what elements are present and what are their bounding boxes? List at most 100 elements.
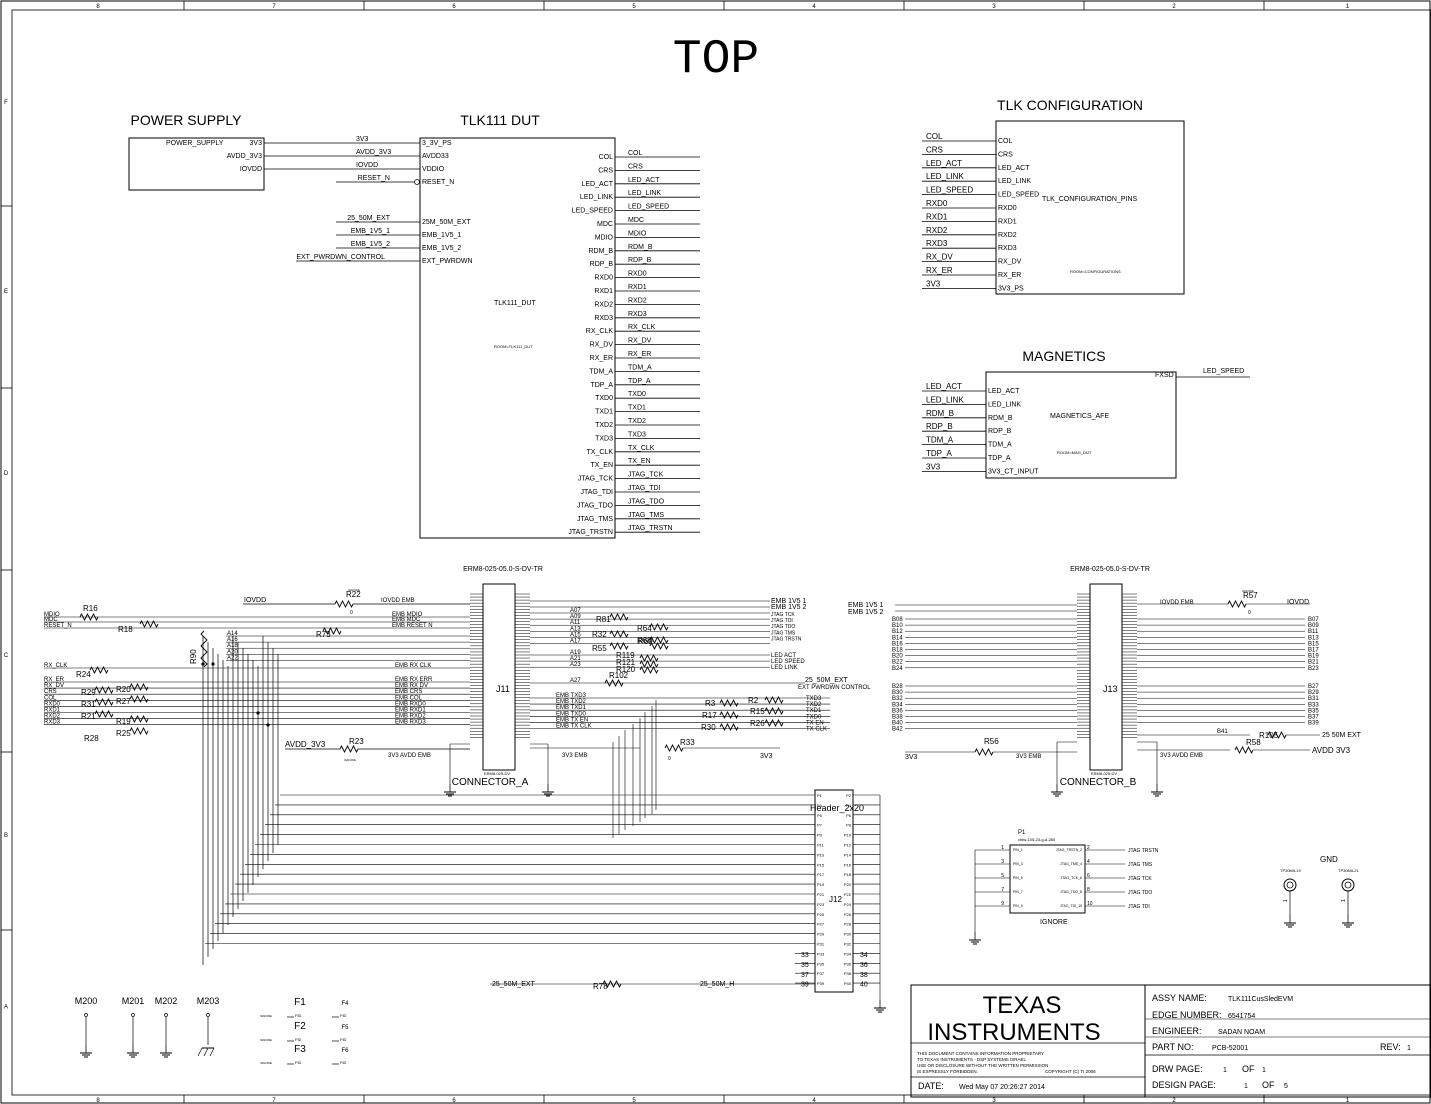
b-net: B08 [892,617,903,623]
header-pin: P1 [817,793,823,798]
connector-a[interactable]: ERM8-025-05.0-S-DV-TR J11 ERM8-025-DV CO… [44,566,871,965]
test-point-ring [1283,878,1297,892]
resistor-ref: R32 [592,630,607,639]
mounting-hole-label: M202 [155,996,178,1006]
power-net: AVDD_3V3 [356,149,391,156]
resistor-ref: R73 [316,630,331,639]
dut-net: RX_ER [628,351,651,358]
connector-b-foot: ERM8-025-DV [1091,771,1117,776]
dut-net: CRS [628,163,643,170]
header-pin: P10 [844,833,852,838]
config-net: LED_SPEED [926,186,973,195]
resistor-ref: R26 [750,719,765,728]
drw-page-value: 1 [1223,1067,1227,1074]
avdd-net: AVDD_3V3 [285,740,326,749]
b-net: B21 [1308,660,1319,666]
resistor [602,979,622,989]
resistor-ref: R69 [638,637,653,646]
power-supply-block[interactable]: POWER SUPPLY POWER_SUPPLY 3V3AVDD_3V3IOV… [128,112,420,191]
magnetics-room: ROOM=MAG_DUT [1057,450,1092,455]
connector-b-label: CONNECTOR_B [1060,777,1137,788]
dut-net: MDIO [628,230,647,237]
header-num: 35 [801,962,809,969]
emb-rail-net: EMB 1V5 1 [771,598,807,605]
jtag-net: JTAG TMS [771,630,796,636]
b-net: B07 [1308,617,1319,623]
dut-net: LED_LINK [628,190,661,197]
resistor-ref: R78 [593,982,608,991]
row-letter: C [4,653,9,659]
resistor [334,599,354,609]
jtag-net: JTAG TCK [1128,876,1152,882]
header-num: 37 [801,972,809,979]
b-net: B28 [892,684,903,690]
notice-line-1: THIS DOCUMENT CONTAINS INFORMATION PROPR… [917,1051,1044,1056]
notice-line-4: IS EXPRESSLY FORBIDDEN. [917,1069,978,1074]
tlk-config-pins: COLCOLCRSCRSLED_ACTLED_ACTLED_LINKLED_LI… [922,132,1039,292]
resistor [94,685,114,695]
config-net: LED_ACT [926,159,962,168]
test-point-label: TP30MIL21 [1338,868,1359,873]
header-num: 40 [860,982,868,989]
column-number: 3 [992,1098,996,1104]
tlk-config-block[interactable]: TLK CONFIGURATION TLK_CONFIGURATION_PINS… [922,97,1185,295]
resistor-ref: R55 [592,644,607,653]
b-net: B41 [1217,729,1228,735]
a-net: A17 [570,639,581,645]
tx-net: EMB TXD3 [556,693,587,699]
dut-net: EMB_1V5_1 [351,228,390,235]
row-letter: A [4,1005,8,1011]
left-net: MDIO [44,612,60,618]
config-net: 3V3 [926,279,941,288]
jtag-pin: JTAG_TDI_10 [1060,904,1082,908]
config-net: RXD2 [926,226,948,235]
dut-net: JTAG_TDI [628,485,661,492]
connector-b[interactable]: ERM8-025-05.0-S-DV-TR J13 ERM8-025-DV CO… [848,566,1362,797]
resistor-ref: R27 [116,697,131,706]
dut-pin: TXD0 [595,395,613,402]
dut-net: TXD1 [628,405,646,412]
gnd-title: GND [1320,855,1338,864]
drw-page-label: DRW PAGE: [1152,1064,1203,1074]
column-number: 7 [272,4,276,10]
resistor [129,694,149,704]
magnetics-block[interactable]: MAGNETICS MAGNETICS_AFE ROOM=MAG_DUT FXS… [922,348,1250,479]
design-page-value: 1 [1244,1083,1248,1090]
connector-b-part: ERM8-025-05.0-S-DV-TR [1070,566,1150,573]
dut-net: TXD0 [628,391,646,398]
fiducial-fid: FID [295,1013,302,1018]
dut-pin: MDC [597,221,613,228]
dut-pin: RDP_B [590,261,614,268]
column-number: 8 [96,4,100,10]
jtag-pin-num: 4 [1087,859,1090,865]
resistor-ref: R57 [1243,591,1258,600]
resistor-ref: R21 [81,712,96,721]
resistor-ref: R33 [680,738,695,747]
header-pin: P16 [844,862,852,867]
jtag-pin-num: 2 [1087,845,1090,851]
jtag-net: JTAG TRSTN [1128,848,1159,854]
inner-border [11,9,1431,1096]
dut-pin: RXD1 [594,288,613,295]
emb-3v3-net: 3V3 EMB [562,753,587,759]
mounting-hole [164,1013,168,1017]
fiducials: F1FIDIGNOREF2FIDIGNOREF3FIDIGNOREF4FIDF5… [260,997,349,1065]
tlk111-dut-block[interactable]: TLK111 DUT TLK111_DUT ROOM=TLK111_DUT 3_… [296,112,700,539]
part-label: PART NO: [1152,1042,1194,1052]
resistor [1267,730,1287,740]
dut-pin: TDP_A [590,382,613,389]
part-value: PCB-52001 [1212,1045,1248,1052]
b-net: B39 [1308,721,1319,727]
design-of-value: 5 [1284,1083,1288,1090]
dut-pin: TDM_A [589,368,613,375]
resistor [974,747,994,757]
magnetics-pin: 3V3_CT_INPUT [988,468,1039,475]
emb-net: EMB RXD3 [395,720,426,726]
resistor-ref: R31 [81,700,96,709]
resistor [129,726,149,736]
resistor [719,722,739,732]
